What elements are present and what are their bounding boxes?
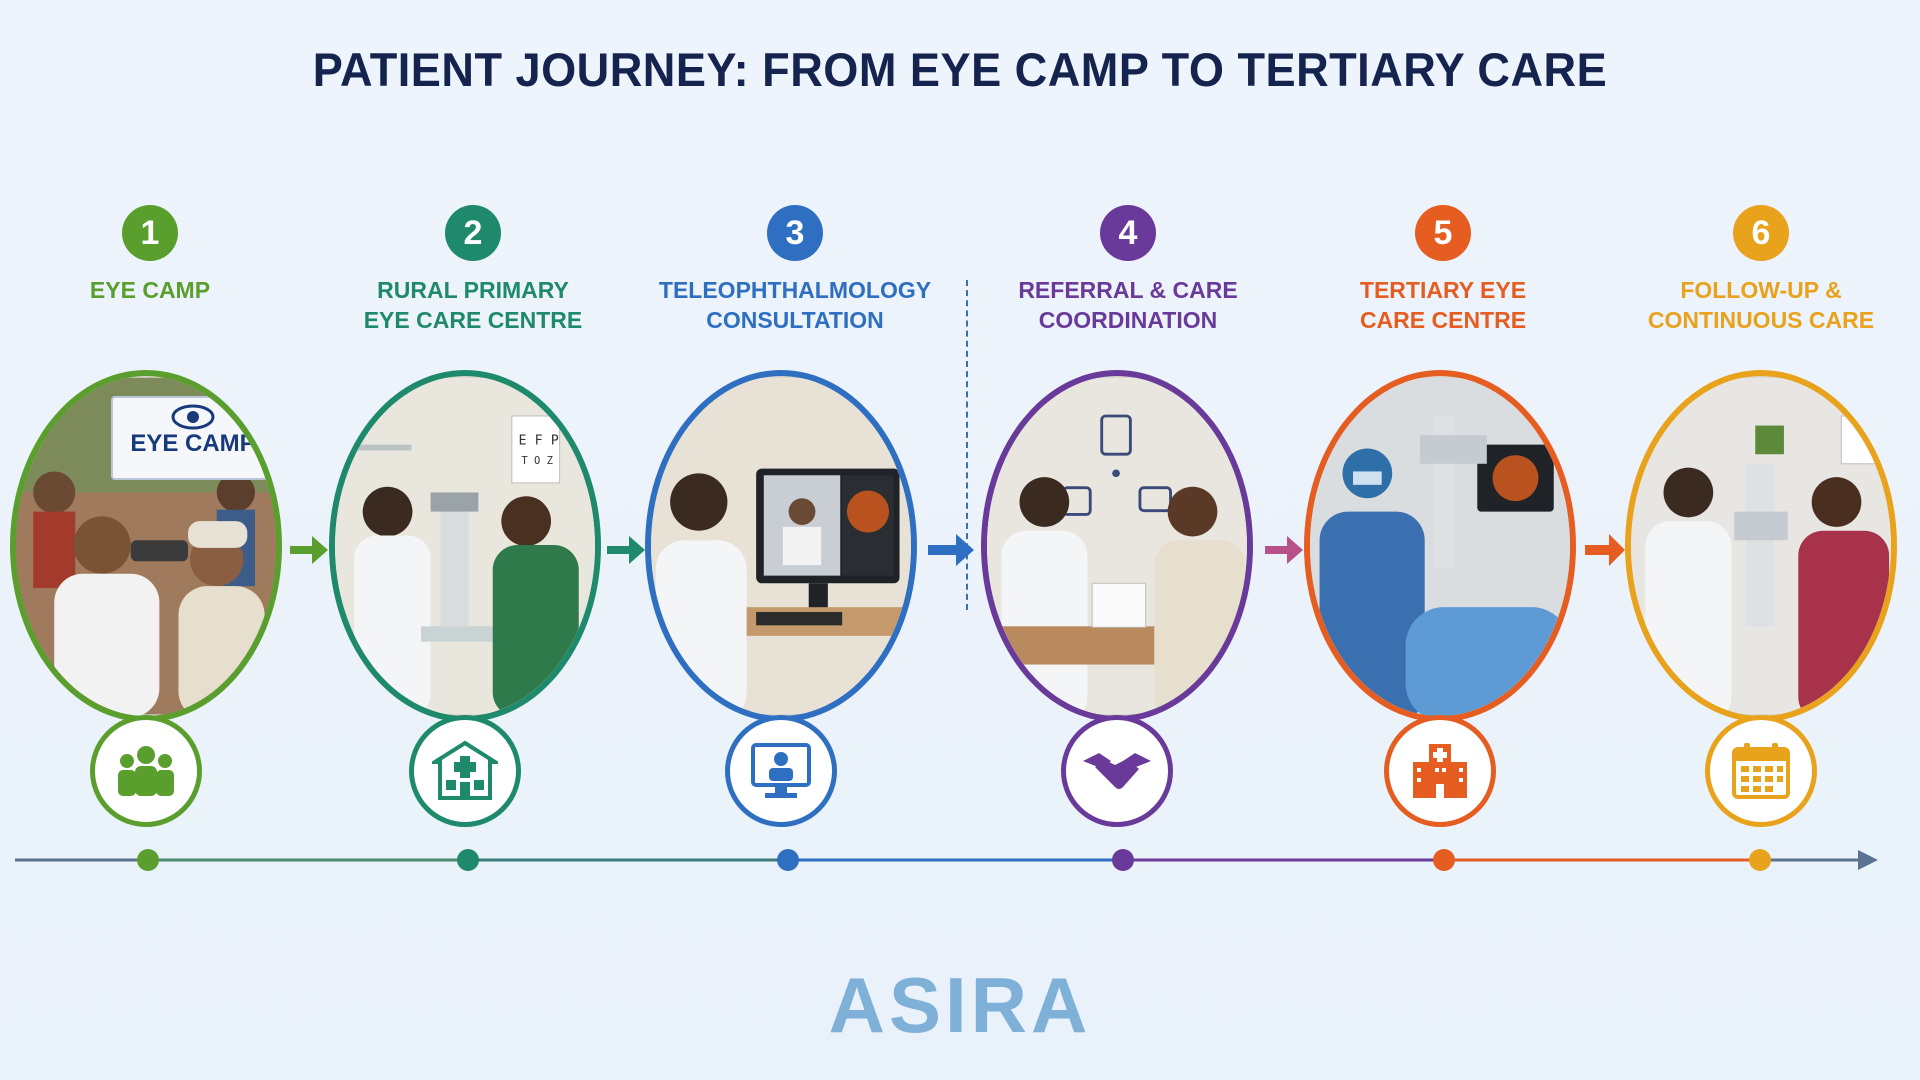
people-icon — [118, 746, 174, 796]
arrow-4-5 — [1265, 536, 1303, 564]
section-divider — [966, 280, 968, 610]
step-photo-follow-up — [1625, 370, 1897, 722]
hospital-icon-badge — [1384, 715, 1496, 827]
handshake-icon-badge — [1061, 715, 1173, 827]
step-number: 1 — [122, 205, 178, 261]
step-photo-teleophthalmology — [645, 370, 917, 722]
timeline-dot-5 — [1433, 849, 1455, 871]
step-number: 3 — [767, 205, 823, 261]
journey-timeline — [15, 849, 1878, 871]
people-icon-badge — [90, 715, 202, 827]
svg-text:E F P: E F P — [519, 434, 559, 449]
timeline-dot-1 — [137, 849, 159, 871]
page-title: PATIENT JOURNEY: FROM EYE CAMP TO TERTIA… — [312, 43, 1608, 96]
timeline-dot-4 — [1112, 849, 1134, 871]
svg-text:T O Z: T O Z — [521, 455, 553, 467]
calendar-icon — [1732, 743, 1790, 799]
arrow-5-6 — [1585, 534, 1625, 566]
timeline-dot-2 — [457, 849, 479, 871]
hospital-icon — [1413, 744, 1467, 798]
calendar-icon-badge — [1705, 715, 1817, 827]
step-number: 2 — [445, 205, 501, 261]
step-photo-eye-camp: EYE CAMP — [10, 370, 282, 722]
step-number: 5 — [1415, 205, 1471, 261]
arrow-2-3 — [607, 536, 645, 564]
brand-logo: ASIRA — [828, 961, 1092, 1049]
step-label: FOLLOW-UP &CONTINUOUS CARE — [1647, 277, 1875, 333]
step-label: EYE CAMP — [89, 277, 211, 303]
clinic-icon — [432, 740, 498, 800]
eye-camp-sign: EYE CAMP — [111, 396, 275, 480]
timeline-dot-6 — [1749, 849, 1771, 871]
step-number: 6 — [1733, 205, 1789, 261]
timeline-dot-3 — [777, 849, 799, 871]
step-photo-tertiary — [1304, 370, 1576, 722]
arrow-1-2 — [290, 536, 328, 564]
handshake-icon — [1083, 753, 1151, 789]
monitor-doctor-icon — [751, 743, 811, 798]
step-number: 4 — [1100, 205, 1156, 261]
monitor-doctor-icon-badge — [725, 715, 837, 827]
eye-icon — [171, 404, 215, 430]
clinic-icon-badge — [409, 715, 521, 827]
step-photo-rural-primary: E F P T O Z — [329, 370, 601, 722]
step-photo-referral — [981, 370, 1253, 722]
arrow-3-4 — [928, 534, 974, 566]
